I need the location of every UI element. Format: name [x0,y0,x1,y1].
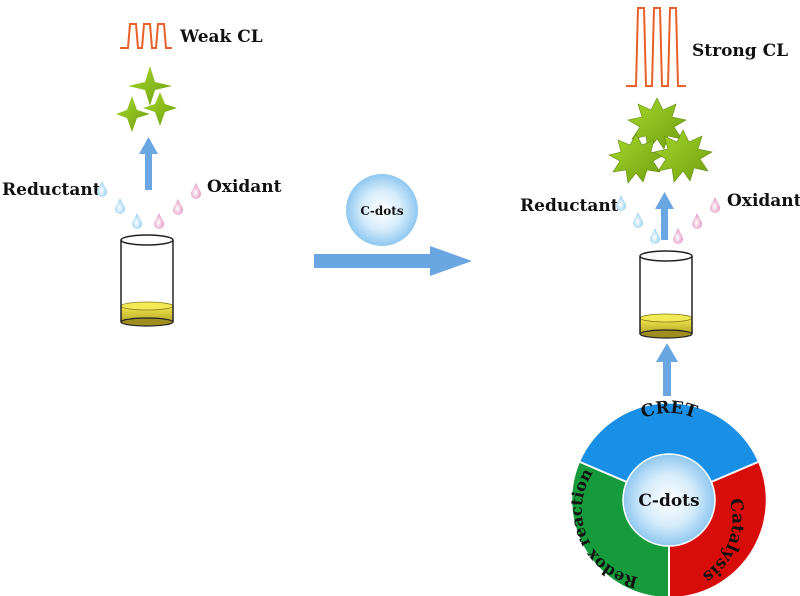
right-oxidant-drops [673,197,720,244]
weak-light-stars [116,66,177,132]
left-reductant-label: Reductant [2,180,101,200]
strong-signal-peaks [626,7,686,87]
weak-cl-label: Weak CL [179,27,263,47]
right-panel: Strong CL Reductant Oxidant [520,7,800,396]
right-reductant-label: Reductant [520,196,619,216]
strong-light-bursts [608,97,713,184]
left-up-arrow [139,137,158,190]
c-dots-particle [346,174,418,246]
wheel-to-beaker-arrow [656,343,678,396]
left-oxidant-drops [154,183,201,229]
weak-signal-peaks [120,23,172,49]
left-oxidant-label: Oxidant [207,177,282,197]
transition-arrow [314,246,472,276]
left-panel: Weak CL Reductant Oxidant [2,23,282,327]
wheel-center-c-dots [622,453,716,547]
c-dots-particle-label: C-dots [360,204,403,218]
middle-transition: C-dots [314,174,472,276]
mechanism-wheel: CRET Catalysis Redox reaction C-dots [567,398,766,596]
wheel-segment-cret [580,403,758,500]
strong-cl-label: Strong CL [692,41,788,61]
left-reductant-drops [97,181,142,229]
right-beaker [639,250,693,339]
right-reductant-drops [616,195,660,244]
wheel-center-label: C-dots [638,491,699,511]
left-beaker [120,234,174,327]
right-oxidant-label: Oxidant [727,191,800,211]
right-up-arrow [655,192,674,240]
